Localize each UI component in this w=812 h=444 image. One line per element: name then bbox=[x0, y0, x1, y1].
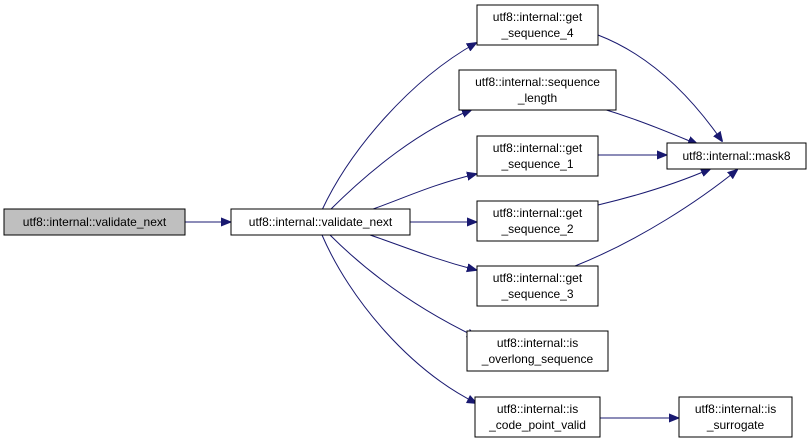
node-get-sequence-2[interactable]: utf8::internal::get _sequence_2 bbox=[476, 200, 599, 242]
node-root-validate-next[interactable]: utf8::internal::validate_next bbox=[3, 208, 186, 236]
edge-sequence-length-to-mask8 bbox=[599, 107, 697, 144]
node-label: utf8::internal::mask8 bbox=[682, 149, 790, 163]
edge-validate-next-to-get-sequence-3 bbox=[369, 234, 476, 270]
node-label-line-2: _sequence_1 bbox=[500, 157, 573, 171]
edge-validate-next-to-get-sequence-1 bbox=[369, 174, 476, 211]
node-label: utf8::internal::validate_next bbox=[249, 215, 393, 229]
edge-get-sequence-4-to-mask8 bbox=[597, 34, 722, 141]
edge-validate-next-to-is-code-point-valid bbox=[321, 234, 476, 403]
node-label-line-1: utf8::internal::is bbox=[695, 402, 776, 416]
node-label-line-2: _code_point_valid bbox=[488, 418, 586, 432]
node-label-line-1: utf8::internal::sequence bbox=[475, 75, 600, 89]
edge-validate-next-to-get-sequence-4 bbox=[321, 43, 476, 211]
node-label-line-1: utf8::internal::is bbox=[497, 402, 578, 416]
node-label-line-2: _sequence_3 bbox=[500, 287, 573, 301]
node-label-line-2: _overlong_sequence bbox=[481, 352, 594, 366]
node-label-line-2: _surrogate bbox=[706, 418, 765, 432]
node-label-line-2: _sequence_2 bbox=[500, 222, 573, 236]
node-label-line-2: _length bbox=[517, 91, 557, 105]
node-label-line-1: utf8::internal::get bbox=[493, 271, 583, 285]
node-label-line-1: utf8::internal::get bbox=[493, 206, 583, 220]
node-label-line-2: _sequence_4 bbox=[500, 26, 573, 40]
node-get-sequence-1[interactable]: utf8::internal::get _sequence_1 bbox=[476, 135, 599, 177]
node-is-code-point-valid[interactable]: utf8::internal::is _code_point_valid bbox=[474, 396, 601, 438]
edge-validate-next-to-sequence-length bbox=[329, 110, 471, 211]
node-is-overlong-sequence[interactable]: utf8::internal::is _overlong_sequence bbox=[466, 330, 609, 372]
node-get-sequence-3[interactable]: utf8::internal::get _sequence_3 bbox=[476, 265, 599, 307]
edge-layer bbox=[185, 34, 737, 418]
node-is-surrogate[interactable]: utf8::internal::is _surrogate bbox=[678, 396, 793, 438]
node-label-line-1: utf8::internal::get bbox=[493, 141, 583, 155]
node-get-sequence-4[interactable]: utf8::internal::get _sequence_4 bbox=[476, 4, 599, 46]
edge-get-sequence-2-to-mask8 bbox=[597, 169, 710, 206]
node-sequence-length[interactable]: utf8::internal::sequence _length bbox=[458, 69, 617, 111]
edge-get-sequence-3-to-mask8 bbox=[574, 170, 737, 267]
node-mask8[interactable]: utf8::internal::mask8 bbox=[666, 142, 807, 170]
node-layer: utf8::internal::validate_next utf8::inte… bbox=[3, 4, 807, 438]
node-label: utf8::internal::validate_next bbox=[23, 215, 167, 229]
node-label-line-1: utf8::internal::is bbox=[497, 336, 578, 350]
node-validate-next[interactable]: utf8::internal::validate_next bbox=[230, 208, 411, 236]
node-label-line-1: utf8::internal::get bbox=[493, 10, 583, 24]
edge-validate-next-to-is-overlong-sequence bbox=[329, 234, 476, 337]
